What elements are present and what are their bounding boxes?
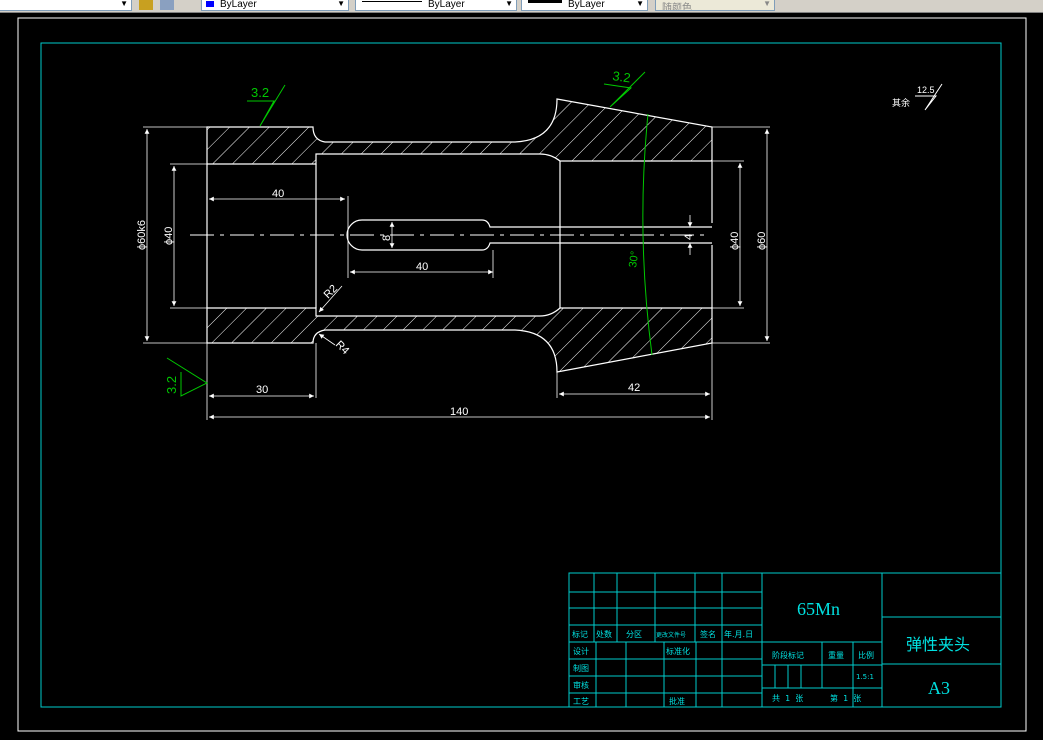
dim-slot-start: 40 (272, 188, 284, 200)
chevron-down-icon: ▼ (505, 0, 513, 8)
lineweight-combo[interactable]: ByLayer ▼ (521, 0, 648, 11)
dimension-texts: ϕ60k6 ϕ40 40 8 40 R2 R4 4 ϕ40 ϕ60 30 42 … (136, 188, 768, 418)
row-design: 设计 (573, 646, 589, 656)
chevron-down-icon: ▼ (636, 0, 644, 8)
dim-radius-top: R2 (322, 283, 340, 301)
dimension-lines (143, 126, 770, 420)
dim-len-total: 140 (450, 406, 468, 418)
roughness-symbol-left: 3.2 (164, 357, 209, 397)
dim-radius-bottom: R4 (333, 339, 351, 357)
sheet-outer-frame (17, 17, 1027, 732)
scale-label: 比例 (858, 650, 874, 660)
general-roughness-note: 其余 12.5 (892, 83, 943, 111)
dim-len-cone: 42 (628, 382, 640, 394)
svg-text:其余: 其余 (892, 97, 910, 109)
color-swatch (206, 1, 214, 7)
chevron-down-icon: ▼ (337, 0, 345, 8)
dim-d-outer-right: ϕ60 (756, 232, 768, 250)
approve-label: 批准 (669, 696, 685, 706)
drawing-canvas[interactable]: ϕ60k6 ϕ40 40 8 40 R2 R4 4 ϕ40 ϕ60 30 42 … (0, 12, 1043, 734)
dim-slot-width: 8 (381, 235, 393, 241)
layer-combo[interactable]: ▼ (0, 0, 132, 11)
dim-d-inner-right: ϕ40 (729, 232, 741, 250)
rev-header-date: 年.月.日 (724, 629, 753, 639)
chevron-down-icon: ▼ (120, 0, 128, 8)
material: 65Mn (797, 599, 840, 619)
std-label: 标准化 (666, 646, 690, 656)
part-name: 弹性夹头 (906, 635, 970, 654)
title-block-texts: 标记 处数 分区 更改文件号 签名 年.月.日 设计 制图 审核 工艺 标准化 … (572, 629, 874, 706)
plotstyle-combo: 随颜色 ▼ (655, 0, 775, 11)
title-block (568, 572, 1002, 708)
rev-header-sign: 签名 (700, 629, 716, 639)
dim-slit-width: 4 (683, 234, 695, 240)
slot-outline (362, 219, 712, 251)
sheet-inner-frame (40, 42, 1002, 708)
row-process: 工艺 (573, 697, 589, 706)
svg-text:3.2: 3.2 (164, 376, 179, 394)
dim-d-outer-left: ϕ60k6 (136, 220, 148, 250)
rev-header-mark: 标记 (572, 629, 588, 639)
dim-angle: 30° (627, 250, 641, 268)
dim-len-left: 30 (256, 384, 268, 396)
sheet-current: 第 1 张 (830, 693, 861, 703)
svg-text:12.5: 12.5 (917, 85, 935, 95)
angle-arc (642, 113, 653, 356)
roughness-symbol-top-right: 3.2 (603, 68, 646, 108)
row-check: 审核 (573, 680, 589, 690)
row-draw: 制图 (573, 663, 589, 673)
linetype-combo-value: ByLayer (428, 0, 465, 10)
layer-state-icon[interactable] (139, 0, 153, 10)
scale-value: 1.5:1 (856, 673, 874, 681)
properties-toolbar: ▼ ByLayer ▼ ByLayer ▼ ByLayer ▼ 随颜色 ▼ (0, 0, 1043, 13)
svg-text:3.2: 3.2 (251, 85, 269, 100)
svg-text:3.2: 3.2 (612, 68, 632, 85)
chevron-down-icon: ▼ (763, 0, 771, 8)
part-section (190, 98, 713, 373)
linetype-sample (362, 1, 422, 2)
stage-label: 阶段标记 (772, 650, 804, 660)
lineweight-sample (528, 0, 562, 3)
dim-slot-length: 40 (416, 261, 428, 273)
lower-wall-hatch (206, 307, 713, 373)
roughness-symbol-top-left: 3.2 (247, 84, 286, 127)
rev-header-zone: 分区 (626, 630, 642, 639)
layer-previous-icon[interactable] (160, 0, 174, 10)
rev-header-doc: 更改文件号 (656, 631, 686, 639)
upper-wall-hatch (206, 98, 713, 165)
dim-d-inner-left: ϕ40 (163, 227, 175, 245)
plotstyle-combo-value: 随颜色 (662, 3, 692, 11)
color-combo[interactable]: ByLayer ▼ (201, 0, 349, 11)
linetype-combo[interactable]: ByLayer ▼ (355, 0, 517, 11)
sheet-size: A3 (928, 678, 950, 698)
rev-header-count: 处数 (596, 629, 612, 639)
color-combo-value: ByLayer (220, 0, 257, 10)
lineweight-combo-value: ByLayer (568, 0, 605, 10)
weight-label: 重量 (828, 650, 844, 660)
sheet-total: 共 1 张 (772, 694, 803, 703)
